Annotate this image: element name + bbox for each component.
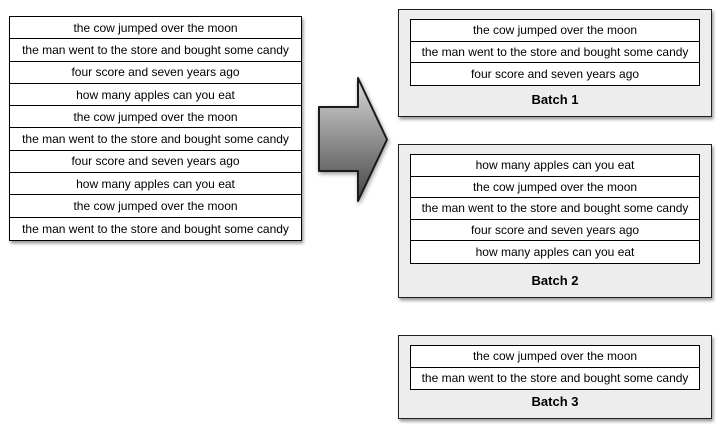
source-sentence-table: the cow jumped over the moon the man wen…	[9, 16, 302, 241]
batch-row: the man went to the store and bought som…	[411, 198, 699, 220]
sentence-row: the man went to the store and bought som…	[10, 217, 301, 240]
batch-row: the cow jumped over the moon	[411, 176, 699, 199]
batch-3-label: Batch 3	[531, 394, 579, 409]
batch-1-table: the cow jumped over the moon the man wen…	[410, 19, 700, 86]
sentence-row: four score and seven years ago	[10, 61, 301, 84]
sentence-row: how many apples can you eat	[10, 83, 301, 107]
sentence-row: the cow jumped over the moon	[10, 17, 301, 40]
batch-row: the man went to the store and bought som…	[411, 367, 699, 390]
batch-row: the man went to the store and bought som…	[411, 41, 699, 64]
flow-right-arrow-icon	[318, 77, 388, 202]
sentence-row: the man went to the store and bought som…	[10, 128, 301, 151]
batch-row: four score and seven years ago	[411, 219, 699, 242]
sentence-row: how many apples can you eat	[10, 173, 301, 196]
batch-row: how many apples can you eat	[411, 241, 699, 263]
batch-row: the cow jumped over the moon	[411, 20, 699, 42]
batch-3-table: the cow jumped over the moon the man wen…	[410, 345, 700, 391]
sentence-row: the cow jumped over the moon	[10, 106, 301, 129]
batch-2-box: how many apples can you eat the cow jump…	[398, 144, 712, 298]
sentence-row: the cow jumped over the moon	[10, 195, 301, 218]
batch-3-box: the cow jumped over the moon the man wen…	[398, 335, 712, 419]
batch-row: four score and seven years ago	[411, 63, 699, 85]
batch-2-label: Batch 2	[531, 273, 579, 288]
batch-1-box: the cow jumped over the moon the man wen…	[398, 9, 712, 117]
batch-1-label: Batch 1	[531, 92, 579, 107]
batch-row: the cow jumped over the moon	[411, 346, 699, 368]
batch-row: how many apples can you eat	[411, 155, 699, 177]
sentence-row: four score and seven years ago	[10, 150, 301, 174]
batch-2-table: how many apples can you eat the cow jump…	[410, 154, 700, 264]
sentence-row: the man went to the store and bought som…	[10, 39, 301, 62]
